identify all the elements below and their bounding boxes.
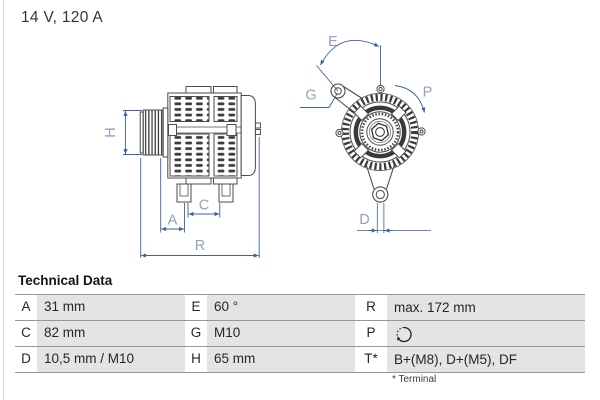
spec-key-cell: G xyxy=(185,321,207,346)
technical-data-heading: Technical Data xyxy=(18,273,113,288)
table-row: A 31 mm E 60 ° R max. 172 mm xyxy=(15,294,585,320)
dim-label-p: P xyxy=(423,85,433,101)
alternator-side-body xyxy=(139,86,261,203)
dim-label-g: G xyxy=(305,88,316,104)
bottom-mounting-bracket xyxy=(365,163,396,203)
spec-value-cell: M10 xyxy=(207,321,355,346)
spec-key-cell: R xyxy=(355,295,387,320)
spec-value-cell: B+(M8), D+(M5), DF xyxy=(387,347,585,372)
terminal-footnote: * Terminal xyxy=(392,374,437,385)
voltage-amperage-title: 14 V, 120 A xyxy=(21,9,104,26)
spec-value-cell xyxy=(387,321,585,346)
technical-data-table: A 31 mm E 60 ° R max. 172 mm C 82 mm G M… xyxy=(15,294,585,373)
front-view-dimensions xyxy=(300,39,431,233)
page-left-border xyxy=(3,0,4,400)
g-leader-line xyxy=(300,92,338,108)
side-lugs xyxy=(335,127,426,138)
spec-key-cell: C xyxy=(15,321,37,346)
spec-value-cell: 10,5 mm / M10 xyxy=(37,347,185,372)
table-row: D 10,5 mm / M10 H 65 mm T* B+(M8), D+(M5… xyxy=(15,346,585,372)
alternator-front-body xyxy=(330,83,426,203)
stator-slot-ring xyxy=(341,93,419,171)
rotation-direction-icon xyxy=(396,326,412,342)
mounting-feet xyxy=(176,183,234,203)
angle-e-arc xyxy=(320,39,380,66)
dim-label-e: E xyxy=(328,34,338,50)
dim-label-a: A xyxy=(168,213,178,229)
spec-key-cell: D xyxy=(15,347,37,372)
technical-data-section: Technical Data A 31 mm E 60 ° R max. 172… xyxy=(15,273,585,373)
spec-value-cell: 60 ° xyxy=(207,295,355,320)
dim-label-d: D xyxy=(359,212,369,228)
spec-key-cell: H xyxy=(185,347,207,372)
dim-label-h: H xyxy=(103,127,119,137)
spec-value-cell: 65 mm xyxy=(207,347,355,372)
spec-key-cell: T* xyxy=(355,347,387,372)
side-view-dimensions xyxy=(123,110,260,258)
front-view-drawing: E G P D xyxy=(300,34,433,233)
spec-key-cell: P xyxy=(355,321,387,346)
cooling-fins xyxy=(169,96,238,177)
spec-value-cell: max. 172 mm xyxy=(387,295,585,320)
spec-value-cell: 31 mm xyxy=(37,295,185,320)
top-lug xyxy=(376,84,385,94)
shaft-hex-nut xyxy=(370,122,390,142)
dim-label-r: R xyxy=(195,238,205,254)
spec-key-cell: A xyxy=(15,295,37,320)
terminal-tab xyxy=(254,122,261,129)
table-row: C 82 mm G M10 P xyxy=(15,320,585,346)
spec-value-text: max. 172 mm xyxy=(394,299,476,315)
dim-label-c: C xyxy=(199,198,209,214)
side-view-drawing: H A C R xyxy=(103,86,261,258)
spec-key-cell: E xyxy=(185,295,207,320)
spec-value-cell: 82 mm xyxy=(37,321,185,346)
spec-value-text: B+(M8), D+(M5), DF xyxy=(394,351,518,367)
pulley xyxy=(139,107,169,158)
rotation-arrow xyxy=(394,85,426,113)
